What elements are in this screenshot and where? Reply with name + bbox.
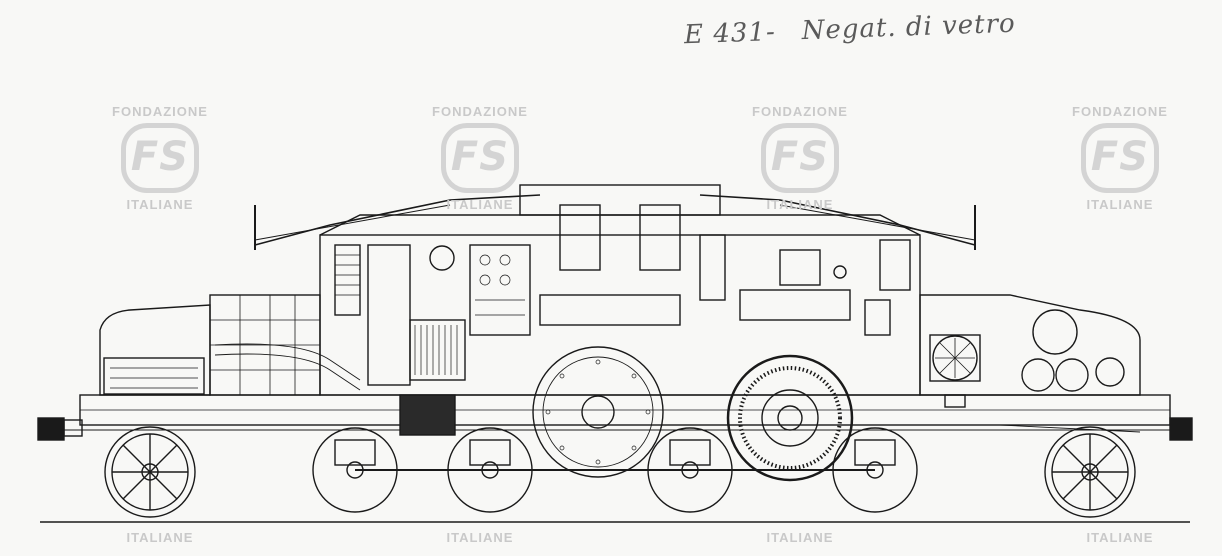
watermark-3: FONDAZIONE FS ITALIANE bbox=[752, 104, 848, 212]
axlebox-4 bbox=[854, 439, 896, 466]
fs-logo-icon: FS bbox=[761, 123, 839, 193]
leading-wheel bbox=[104, 426, 196, 518]
roof-lantern bbox=[519, 184, 721, 216]
jackshaft-wheel-left bbox=[532, 346, 664, 478]
fs-logo-icon: FS bbox=[441, 123, 519, 193]
transformer-left bbox=[559, 204, 601, 271]
trailing-wheel bbox=[1044, 426, 1136, 518]
jackshaft-wheel-right bbox=[726, 354, 854, 482]
traction-motor-housing-right bbox=[739, 289, 851, 321]
switchgear-panel bbox=[469, 244, 531, 336]
air-reservoir-1 bbox=[1032, 309, 1078, 355]
cab-roof bbox=[319, 214, 921, 236]
resistor-grid bbox=[409, 319, 466, 381]
watermark-1: FONDAZIONE FS ITALIANE bbox=[112, 104, 208, 212]
left-hood-panel bbox=[103, 357, 205, 395]
watermark-2: FONDAZIONE FS ITALIANE bbox=[432, 104, 528, 212]
left-buffer-shank bbox=[63, 419, 83, 437]
auxiliary-box bbox=[779, 249, 821, 286]
fs-logo-icon: FS bbox=[1081, 123, 1159, 193]
pantograph-left-arm bbox=[254, 194, 541, 246]
traction-motor-housing-left bbox=[539, 294, 681, 326]
cooling-fan bbox=[932, 335, 978, 381]
watermark-bottom-4: ITALIANE bbox=[1086, 530, 1154, 545]
axlebox-1 bbox=[334, 439, 376, 466]
air-reservoir-2 bbox=[1021, 358, 1055, 392]
axlebox-3 bbox=[669, 439, 711, 466]
jackshaft-hub-right bbox=[777, 405, 803, 431]
cab-cabinet-right bbox=[699, 234, 726, 301]
transformer-right bbox=[639, 204, 681, 271]
watermark-4: FONDAZIONE FS ITALIANE bbox=[1072, 104, 1168, 212]
watermark-bottom-2: ITALIANE bbox=[446, 530, 514, 545]
right-buffer bbox=[1169, 417, 1193, 441]
compressor-box bbox=[864, 299, 891, 336]
control-cabinet bbox=[367, 244, 411, 386]
left-buffer bbox=[37, 417, 65, 441]
left-hood bbox=[99, 304, 211, 396]
gauge-dial bbox=[429, 245, 455, 271]
watermark-bottom-3: ITALIANE bbox=[766, 530, 834, 545]
pantograph-right-arm bbox=[699, 194, 976, 246]
right-hood bbox=[919, 294, 1141, 396]
jackshaft-hub-left bbox=[581, 395, 615, 429]
air-reservoir-4 bbox=[1095, 357, 1125, 387]
air-reservoir-3 bbox=[1055, 358, 1089, 392]
cab-window-left bbox=[334, 244, 361, 316]
axlebox-2 bbox=[469, 439, 511, 466]
watermark-bottom-1: ITALIANE bbox=[126, 530, 194, 545]
fs-logo-icon: FS bbox=[121, 123, 199, 193]
brake-equipment-block bbox=[399, 394, 456, 436]
